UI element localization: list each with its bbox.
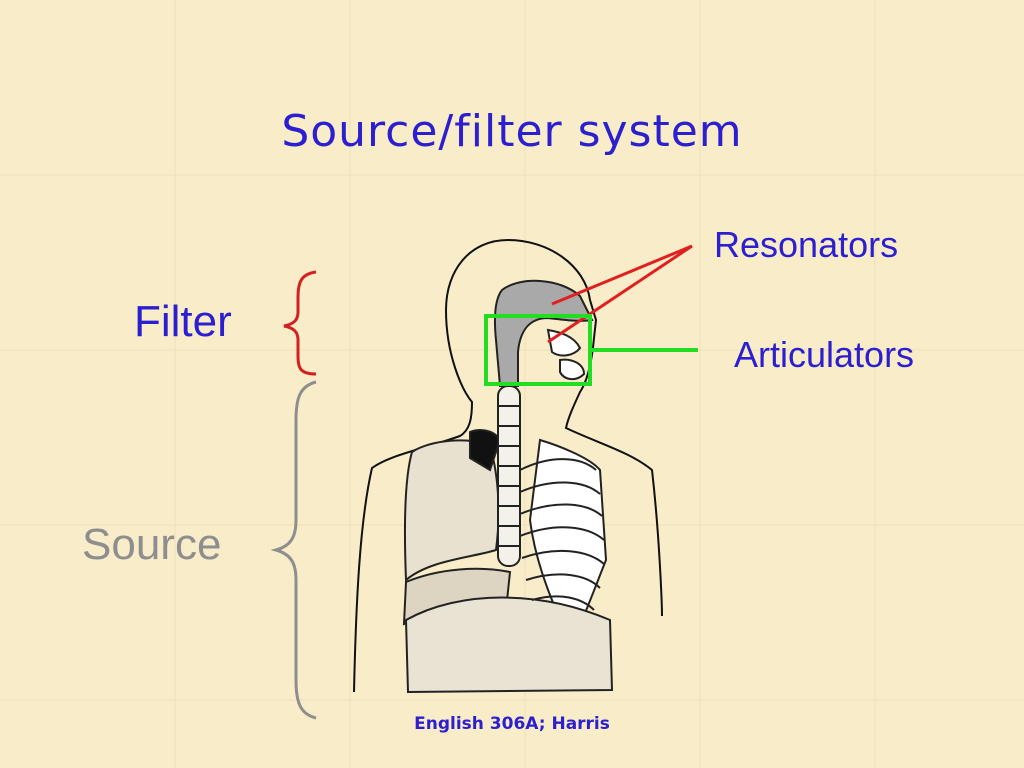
trachea: [497, 385, 521, 567]
lungs: [402, 429, 614, 694]
source-label: Source: [82, 520, 222, 569]
slide-title: Source/filter system: [281, 106, 743, 157]
slide-footer: English 306A; Harris: [414, 714, 610, 734]
filter-brace-icon: [283, 270, 317, 376]
body-outline: [353, 239, 663, 693]
vocal-tract: [493, 279, 594, 387]
articulators-highlight: [484, 314, 698, 386]
source-brace-icon: [270, 380, 317, 720]
resonators-label: Resonators: [714, 224, 899, 265]
filter-label: Filter: [134, 297, 232, 346]
articulators-label: Articulators: [734, 334, 915, 375]
resonators-pointer-lines: [547, 244, 693, 344]
ribcage: [519, 458, 605, 611]
